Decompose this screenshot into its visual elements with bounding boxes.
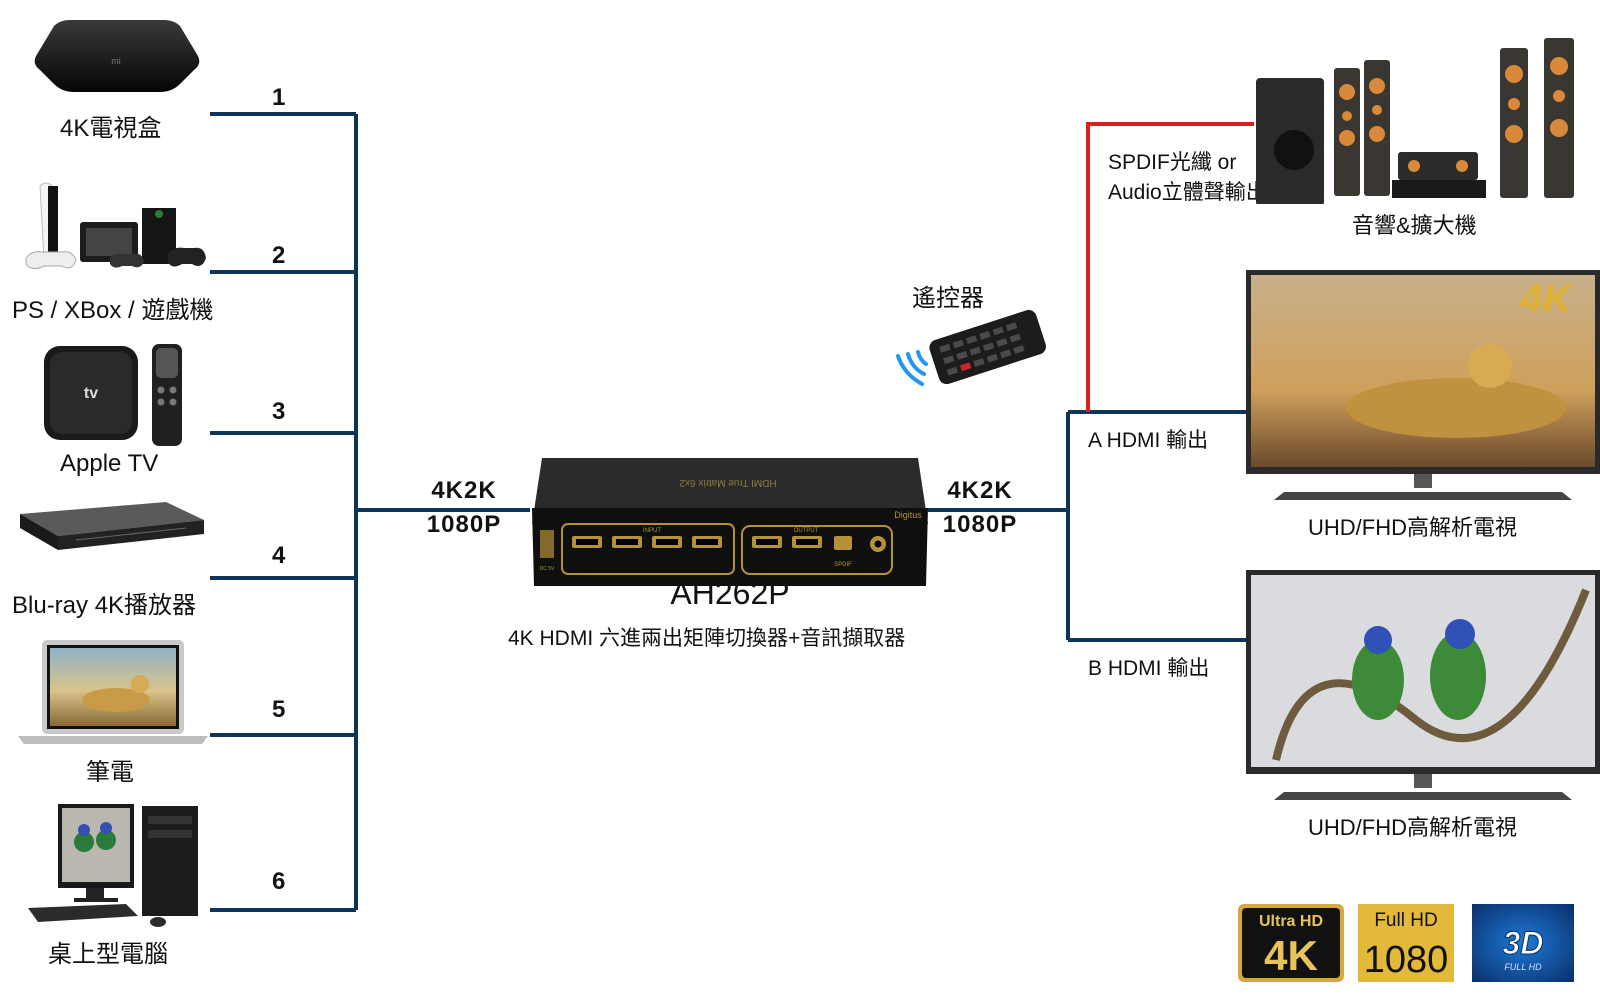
tv-box-icon: mi bbox=[30, 18, 202, 99]
laptop-icon bbox=[16, 638, 210, 751]
device-input-port-label: INPUT bbox=[643, 528, 661, 534]
svg-text:mi: mi bbox=[111, 56, 121, 66]
device-brand: Digitus bbox=[894, 510, 922, 520]
input-resolution-spec: 4K2K 1080P bbox=[412, 474, 516, 542]
output-spec-line1: 4K2K bbox=[947, 477, 1013, 504]
tv-b-icon bbox=[1246, 570, 1600, 813]
speaker-label: 音響&擴大機 bbox=[1352, 213, 1477, 238]
device-output-port-label: OUTPUT bbox=[794, 528, 819, 534]
full-hd-1080-badge: Full HD 1080 bbox=[1358, 904, 1454, 987]
3d-full-hd-badge: 3D FULL HD bbox=[1472, 904, 1574, 987]
game-consoles-icon bbox=[18, 180, 208, 285]
full-hd-text: Full HD bbox=[1374, 910, 1437, 931]
remote-control-icon bbox=[888, 304, 1048, 401]
ultra-hd-4k-text: 4K bbox=[1264, 932, 1318, 979]
full-hd-1080-text: 1080 bbox=[1364, 939, 1449, 981]
input-3-number: 3 bbox=[272, 398, 286, 425]
matrix-switch-device: HDMI True Matrix 6x2 INPUT OUTPUT SPDIF … bbox=[528, 452, 932, 597]
input-5-label: 筆電 bbox=[86, 759, 134, 786]
ultra-hd-4k-badge: Ultra HD 4K bbox=[1238, 904, 1344, 987]
output-a-label: A HDMI 輸出 bbox=[1088, 429, 1209, 452]
input-1-label: 4K電視盒 bbox=[60, 115, 162, 142]
speaker-system-icon bbox=[1254, 34, 1600, 209]
desktop-pc-icon bbox=[26, 800, 208, 935]
device-description: 4K HDMI 六進兩出矩陣切換器+音訊擷取器 bbox=[508, 627, 906, 650]
output-b-label: B HDMI 輸出 bbox=[1088, 657, 1210, 680]
svg-text:tv: tv bbox=[84, 385, 98, 402]
input-2-number: 2 bbox=[272, 242, 286, 269]
remote-label: 遙控器 bbox=[912, 285, 984, 312]
device-model: AH262P bbox=[670, 575, 790, 611]
input-spec-line1: 4K2K bbox=[431, 477, 497, 504]
input-1-number: 1 bbox=[272, 84, 286, 111]
tv-4k-badge: 4K bbox=[1519, 277, 1574, 321]
device-spdif-port-label: SPDIF bbox=[834, 562, 852, 568]
tv-a-icon: 4K bbox=[1246, 270, 1600, 513]
bluray-player-icon bbox=[16, 500, 206, 561]
device-panel-title: HDMI True Matrix 6x2 bbox=[679, 477, 777, 488]
input-6-label: 桌上型電腦 bbox=[48, 941, 168, 968]
input-4-label: Blu-ray 4K播放器 bbox=[12, 592, 197, 619]
wireless-signal-icon bbox=[896, 350, 928, 386]
output-spec-line2: 1080P bbox=[942, 511, 1018, 538]
input-4-number: 4 bbox=[272, 542, 286, 569]
apple-tv-icon: tv bbox=[40, 338, 190, 455]
3d-full-hd-text: FULL HD bbox=[1504, 962, 1542, 972]
ultra-hd-text: Ultra HD bbox=[1259, 913, 1323, 930]
tv-a-label: UHD/FHD高解析電視 bbox=[1308, 515, 1517, 540]
input-5-number: 5 bbox=[272, 696, 286, 723]
audio-output-label: SPDIF光纖 or Audio立體聲輸出 bbox=[1108, 148, 1267, 208]
input-spec-line2: 1080P bbox=[426, 511, 502, 538]
audio-line bbox=[1086, 122, 1254, 412]
tv-b-label: UHD/FHD高解析電視 bbox=[1308, 815, 1517, 840]
audio-output-line1: SPDIF光纖 or bbox=[1108, 151, 1237, 174]
input-2-label: PS / XBox / 遊戲機 bbox=[12, 297, 214, 324]
device-dc-port-label: DC 5V bbox=[540, 566, 555, 572]
input-3-label: Apple TV bbox=[60, 450, 159, 477]
input-6-number: 6 bbox=[272, 868, 286, 895]
output-resolution-spec: 4K2K 1080P bbox=[928, 474, 1032, 542]
3d-text: 3D bbox=[1503, 925, 1544, 961]
audio-output-line2: Audio立體聲輸出 bbox=[1108, 181, 1267, 204]
